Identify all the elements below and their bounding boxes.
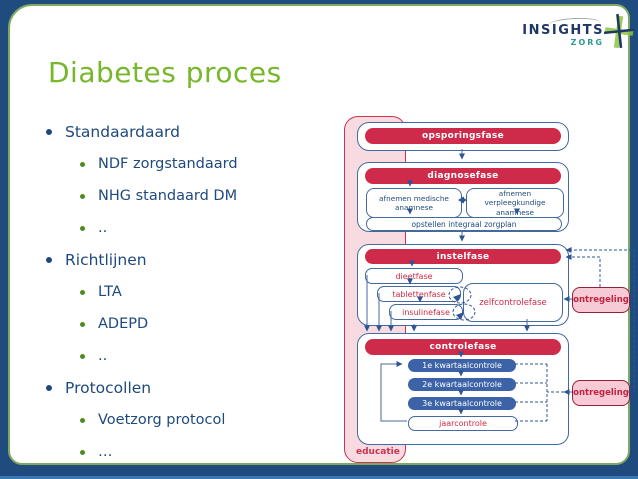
bullet-icon: [80, 449, 85, 455]
list-item: Richtlijnen: [46, 244, 346, 276]
verpleegkundige-anamnese-box: afnemen verpleegkundige anamnese: [466, 188, 564, 218]
bullet-icon: [80, 353, 85, 359]
list-item: NDF zorgstandaard: [46, 148, 346, 180]
bottom-accent-bar: [0, 476, 638, 479]
bullet-icon: [46, 257, 52, 263]
zorgplan-box: opstellen integraal zorgplan: [366, 217, 562, 231]
zelfcontrolefase-box: zelfcontrolefase: [463, 283, 563, 322]
instelfase-box: instelfase dieetfase tablettenfase insul…: [357, 244, 569, 326]
process-diagram: educatie opsporingsfase diagnosefase afn…: [10, 6, 635, 463]
ontregeling-bottom-box: ontregeling: [572, 380, 630, 406]
list-item-label: ..: [98, 348, 108, 364]
logo-text: INSIGHTS: [522, 23, 604, 38]
list-item-label: Protocollen: [65, 379, 152, 397]
logo: INSIGHTS ZORG: [508, 16, 604, 47]
cross-plus-icon: [604, 13, 634, 49]
list-item: Voetzorg protocol: [46, 404, 346, 436]
list-item: ..: [46, 340, 346, 372]
insulinefase-pill: insulinefase: [389, 304, 463, 320]
list-item-label: …: [98, 444, 113, 460]
educatie-label: educatie: [356, 447, 400, 457]
list-item: …: [46, 436, 346, 468]
jaarcontrole-pill: jaarcontrole: [408, 416, 518, 431]
list-item-label: ..: [98, 220, 108, 236]
list-item: Protocollen: [46, 372, 346, 404]
bullet-icon: [80, 161, 85, 167]
bullet-icon: [80, 417, 85, 423]
slide-content-area: Diabetes proces INSIGHTS ZORG Standaarda…: [8, 4, 635, 468]
list-item-label: NHG standaard DM: [98, 188, 238, 204]
diagnosefase-box: diagnosefase afnemen medische anamnese a…: [357, 162, 569, 232]
opsporingsfase-box: opsporingsfase: [357, 122, 569, 151]
kwartaalcontrole-1-pill: 1e kwartaalcontrole: [408, 359, 516, 372]
list-item: Standaardaard: [46, 116, 346, 148]
list-item-label: NDF zorgstandaard: [98, 156, 238, 172]
bullet-icon: [80, 193, 85, 199]
controlefase-box: controlefase 1e kwartaalcontrole 2e kwar…: [357, 333, 569, 445]
bullet-list: Standaardaard NDF zorgstandaard NHG stan…: [46, 116, 346, 468]
controlefase-pill: controlefase: [365, 339, 561, 355]
list-item-label: Richtlijnen: [65, 251, 147, 269]
bullet-icon: [80, 225, 85, 231]
list-item-label: Standaardaard: [65, 123, 180, 141]
diagnosefase-pill: diagnosefase: [365, 168, 561, 184]
page-title: Diabetes proces: [48, 56, 282, 89]
bullet-icon: [46, 129, 52, 135]
list-item: ..: [46, 212, 346, 244]
list-item: ADEPD: [46, 308, 346, 340]
list-item-label: LTA: [98, 284, 122, 300]
opsporingsfase-pill: opsporingsfase: [365, 128, 561, 144]
instelfase-pill: instelfase: [365, 249, 561, 264]
bullet-icon: [46, 385, 52, 391]
medische-anamnese-box: afnemen medische anamnese: [366, 188, 462, 218]
list-item-label: Voetzorg protocol: [98, 412, 226, 428]
kwartaalcontrole-2-pill: 2e kwartaalcontrole: [408, 378, 516, 391]
ontregeling-top-box: ontregeling: [572, 287, 630, 313]
bullet-icon: [80, 289, 85, 295]
dieetfase-pill: dieetfase: [365, 268, 463, 284]
list-item: LTA: [46, 276, 346, 308]
tablettenfase-pill: tablettenfase: [377, 286, 461, 302]
list-item: NHG standaard DM: [46, 180, 346, 212]
logo-subtext: ZORG: [570, 38, 604, 47]
kwartaalcontrole-3-pill: 3e kwartaalcontrole: [408, 397, 516, 410]
bullet-icon: [80, 321, 85, 327]
list-item-label: ADEPD: [98, 316, 149, 332]
